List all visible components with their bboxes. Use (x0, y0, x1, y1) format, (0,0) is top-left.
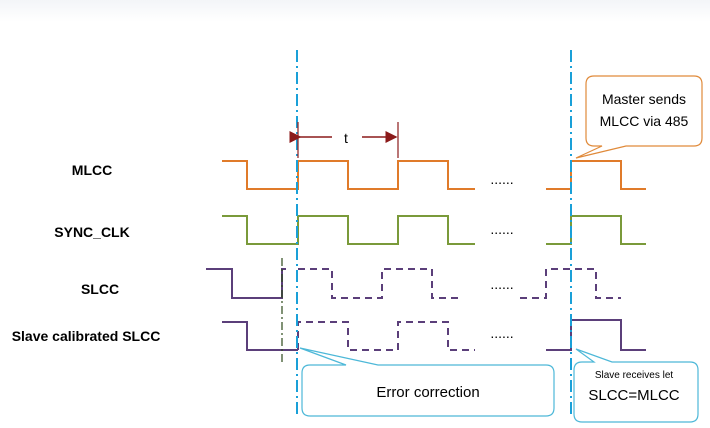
label-sync-clk: SYNC_CLK (54, 224, 129, 240)
label-slave-calibrated-slcc: Slave calibrated SLCC (12, 328, 161, 344)
waveform-calibrated-end (546, 319, 646, 351)
label-mlcc: MLCC (72, 162, 112, 178)
waveform-calibrated-dashed (297, 321, 475, 351)
period-label: t (344, 130, 348, 146)
waveform-sync-clk (222, 215, 475, 245)
ellipsis-calibrated: ...... (490, 325, 513, 341)
callout-error-correction-text: Error correction (376, 384, 479, 401)
label-slcc: SLCC (81, 281, 119, 297)
waveform-mlcc (222, 160, 475, 190)
callout-slave-receives (573, 348, 699, 423)
callout-slave-line2: SLCC=MLCC (588, 387, 679, 404)
waveform-slcc-solid (206, 268, 286, 299)
callout-slave-line1: Slave receives let (595, 370, 674, 381)
ellipsis-sync-clk: ...... (490, 221, 513, 237)
ellipsis-slcc: ...... (490, 276, 513, 292)
callout-error-correction (299, 347, 555, 417)
waveform-mlcc-end (546, 160, 646, 190)
waveform-slcc-dashed (298, 268, 460, 299)
ellipsis-mlcc: ...... (490, 171, 513, 187)
callout-master (575, 75, 703, 159)
waveform-slcc-dashed-end (520, 268, 621, 299)
callout-master-line2: MLCC via 485 (600, 113, 689, 129)
waveform-sync-clk-end (546, 215, 646, 245)
callout-master-line1: Master sends (602, 91, 686, 107)
waveform-calibrated-solid (222, 321, 298, 351)
